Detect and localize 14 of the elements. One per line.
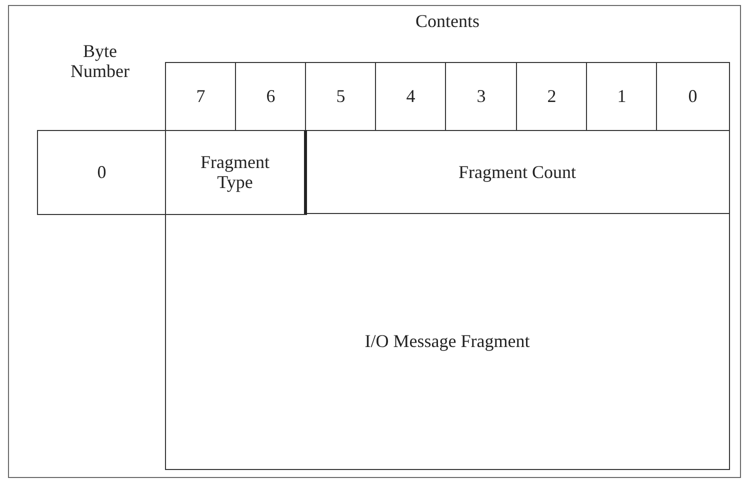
field-cell: I/O Message Fragment (165, 213, 730, 470)
bit-number-cell: 4 (375, 62, 446, 132)
field-cell: Fragment Count (305, 130, 730, 215)
field-cell: Fragment Type (165, 130, 307, 215)
bit-number-cell: 5 (305, 62, 376, 132)
byte-number-cell: 0 (37, 130, 166, 215)
bit-number-cell: 2 (516, 62, 588, 132)
bit-number-cell: 1 (586, 62, 658, 132)
column-heading: Contents (414, 12, 480, 32)
bit-number-cell: 6 (235, 62, 306, 132)
row-heading: Byte Number (70, 42, 130, 82)
bit-number-cell: 3 (445, 62, 518, 132)
bit-number-cell: 0 (656, 62, 730, 132)
bit-number-cell: 7 (165, 62, 236, 132)
